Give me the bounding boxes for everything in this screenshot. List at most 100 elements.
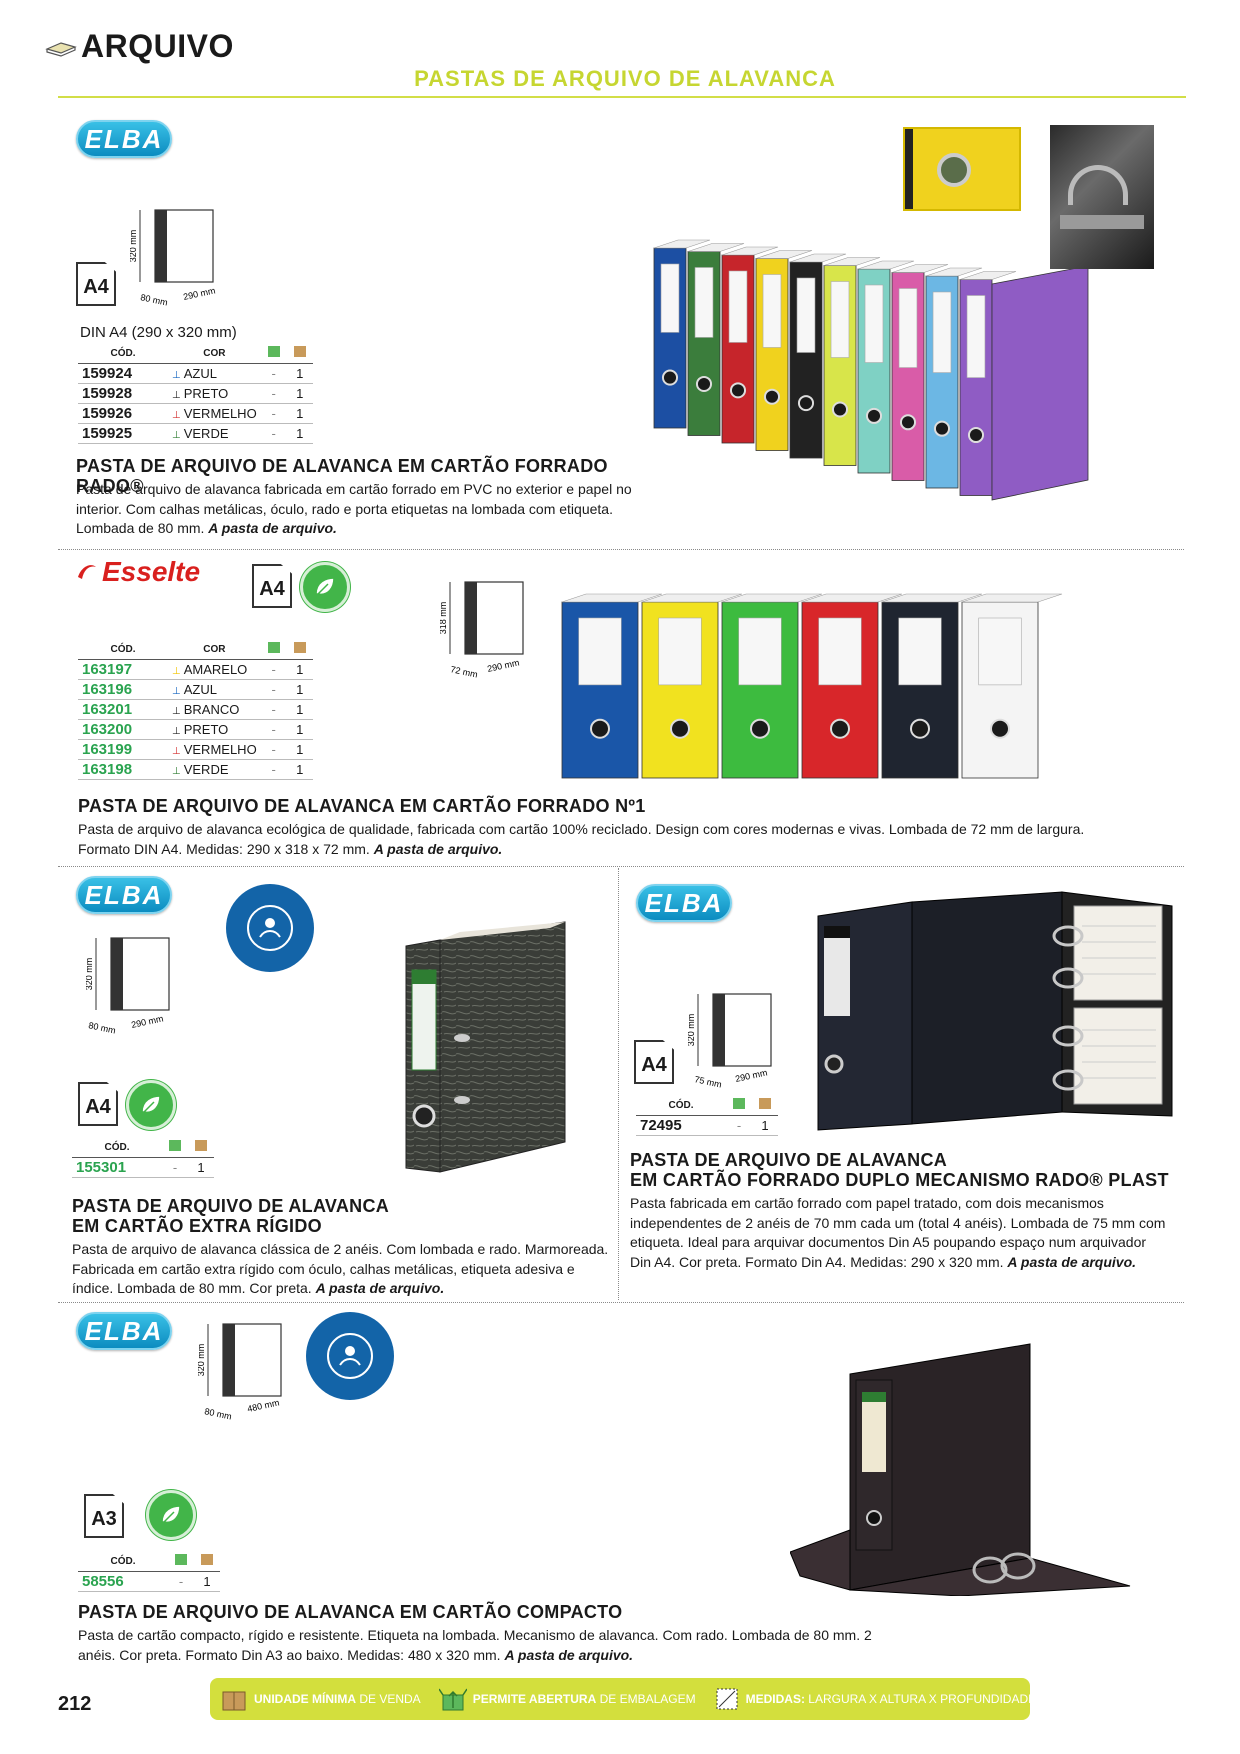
table-row: 163197⊥AMARELO-1: [78, 659, 313, 680]
divider-1: [58, 549, 1184, 550]
esselte-logo: Esselte: [76, 556, 200, 588]
open-pack-icon: [260, 642, 287, 660]
min-unit-icon: [286, 346, 313, 364]
dimension-diagram-5: 320 mm 80 mm 480 mm: [198, 1323, 282, 1422]
color-swatch-icon: ⊥: [172, 726, 181, 737]
svg-text:80 mm: 80 mm: [204, 1406, 233, 1422]
color-swatch-icon: ⊥: [172, 666, 181, 677]
color-swatch-icon: ⊥: [172, 430, 181, 441]
open-pack-value: -: [260, 363, 287, 384]
svg-text:290 mm: 290 mm: [130, 1013, 164, 1030]
product-code: 155301: [72, 1157, 162, 1178]
open-pack-value: -: [260, 699, 287, 720]
open-box-icon: [438, 1688, 467, 1711]
product-desc-1: Pasta de arquivo de alavanca fabricada e…: [76, 481, 632, 536]
min-unit-value: 1: [286, 759, 313, 780]
category-label: ARQUIVO: [81, 28, 234, 64]
product-desc-5: Pasta de cartão compacto, rígido e resis…: [78, 1627, 872, 1663]
open-pack-value: -: [260, 719, 287, 740]
dimension-diagram-2: 318 mm 72 mm 290 mm: [440, 581, 524, 680]
product-title-2: PASTA DE ARQUIVO DE ALAVANCA EM CARTÃO F…: [78, 796, 646, 816]
codes-table-5: CÓD. 58556-1: [78, 1554, 220, 1592]
product-title-4: PASTA DE ARQUIVO DE ALAVANCA EM CARTÃO F…: [630, 1150, 1169, 1190]
open-pack-icon: [168, 1554, 194, 1572]
elba-logo: ELBA: [76, 876, 172, 914]
dim-d: 80 mm: [140, 292, 169, 308]
product-title-1: PASTA DE ARQUIVO DE ALAVANCA EM CARTÃO F…: [76, 456, 608, 496]
product-code: 163200: [78, 719, 168, 740]
binder-2: [721, 593, 823, 779]
svg-text:318 mm: 318 mm: [440, 602, 448, 635]
open-pack-value: -: [168, 1571, 194, 1592]
table-row: 163198⊥VERDE-1: [78, 759, 313, 780]
legend-min-unit: UNIDADE MÍNIMA DE VENDA: [220, 1686, 421, 1712]
binder-cover: [991, 265, 1089, 501]
product-code: 163199: [78, 739, 168, 760]
elba-logo: ELBA: [636, 884, 732, 922]
color-swatch-icon: ⊥: [172, 390, 181, 401]
product-color: ⊥VERMELHO: [168, 739, 261, 760]
format-a4-badge: A4: [634, 1040, 674, 1084]
eco-leaf-icon: [126, 1080, 176, 1130]
legend-dimensions: MEDIDAS: LARGURA X ALTURA X PROFUNDIDADE: [714, 1686, 1036, 1712]
table-row: 72495-1: [636, 1115, 778, 1136]
sales-unit: A pasta de arquivo.: [315, 1280, 445, 1296]
svg-text:290 mm: 290 mm: [734, 1067, 768, 1084]
table-row: 155301-1: [72, 1157, 214, 1178]
marbled-binder-image: [405, 921, 566, 1173]
product-code: 159924: [78, 363, 168, 384]
binders-row-image-2: [561, 593, 1063, 779]
open-pack-value: -: [260, 383, 287, 404]
svg-text:290 mm: 290 mm: [486, 657, 520, 674]
binder-8: [925, 267, 983, 489]
product-code: 159926: [78, 403, 168, 424]
color-swatch-icon: ⊥: [172, 766, 181, 777]
th-color: COR: [168, 346, 261, 364]
divider-vertical: [618, 868, 619, 1300]
table-row: 159928⊥PRETO-1: [78, 383, 313, 404]
double-mechanism-binder-image: [817, 891, 1173, 1131]
min-unit-value: 1: [286, 699, 313, 720]
binder-4: [789, 253, 847, 459]
esselte-swoosh-icon: [78, 565, 96, 579]
binder-0: [561, 593, 663, 779]
sales-unit: A pasta de arquivo.: [373, 840, 503, 857]
section-title: PASTAS DE ARQUIVO DE ALAVANCA: [414, 66, 836, 91]
legend-bar: UNIDADE MÍNIMA DE VENDA PERMITE ABERTURA…: [210, 1678, 1036, 1720]
compact-binder-image: [790, 1343, 1131, 1596]
table-row: 159926⊥VERMELHO-1: [78, 403, 313, 424]
dim-w: 290 mm: [182, 285, 216, 302]
product-code: 163201: [78, 699, 168, 720]
min-unit-value: 1: [286, 739, 313, 760]
format-a4-badge: A4: [76, 262, 116, 306]
table-row: 163196⊥AZUL-1: [78, 679, 313, 700]
min-unit-value: 1: [286, 423, 313, 444]
codes-table-4: CÓD. 72495-1: [636, 1098, 778, 1136]
table-row: 58556-1: [78, 1571, 220, 1592]
svg-text:320 mm: 320 mm: [86, 958, 94, 991]
sales-unit: A pasta de arquivo.: [208, 520, 337, 536]
open-pack-icon: [260, 346, 287, 364]
open-pack-value: -: [162, 1157, 188, 1178]
dimension-diagram-4: 320 mm 75 mm 290 mm: [688, 993, 772, 1090]
product-title-3: PASTA DE ARQUIVO DE ALAVANCA EM CARTÃO E…: [72, 1196, 390, 1236]
product-color: ⊥VERDE: [168, 423, 261, 444]
product-color: ⊥AZUL: [168, 363, 261, 384]
spine-detail-photo: [903, 127, 1021, 211]
open-pack-value: -: [260, 739, 287, 760]
binder-0: [653, 239, 711, 429]
binders-row-image-1: [653, 239, 1089, 501]
divider-2: [58, 866, 1184, 867]
header-rule: [58, 96, 1186, 98]
product-desc-2: Pasta de arquivo de alavanca ecológica d…: [78, 821, 1085, 857]
eco-leaf-icon: [300, 562, 350, 612]
eco-leaf-icon: [146, 1490, 196, 1540]
open-pack-value: -: [260, 759, 287, 780]
min-unit-icon: [188, 1140, 214, 1158]
format-a4-badge: A4: [78, 1082, 118, 1126]
min-unit-value: 1: [188, 1157, 214, 1178]
product-code: 163197: [78, 659, 168, 680]
open-pack-value: -: [726, 1115, 752, 1136]
binder-5: [961, 593, 1063, 779]
